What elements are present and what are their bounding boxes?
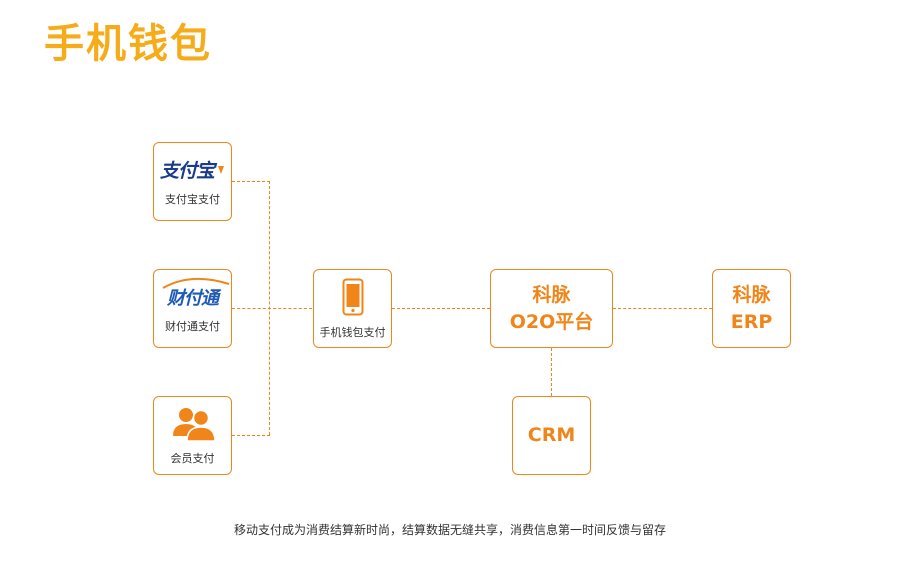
o2o-node: 科脉 O2O平台 bbox=[490, 269, 613, 348]
erp-line2: ERP bbox=[730, 310, 773, 333]
tenpay-label: 财付通支付 bbox=[165, 319, 220, 333]
tenpay-swoosh-icon bbox=[162, 277, 230, 289]
wallet-label: 手机钱包支付 bbox=[319, 325, 386, 339]
tenpay-node: 财付通 财付通支付 bbox=[153, 269, 232, 348]
tenpay-logo: 财付通 bbox=[162, 277, 230, 310]
connector-wallet-o2o bbox=[392, 308, 490, 309]
crm-node: CRM bbox=[512, 396, 591, 475]
alipay-node: 支付宝 支付宝支付 bbox=[153, 142, 232, 221]
alipay-label: 支付宝支付 bbox=[165, 193, 220, 206]
erp-line1: 科脉 bbox=[732, 283, 771, 306]
crm-label: CRM bbox=[527, 424, 576, 446]
connector-trunk bbox=[269, 181, 270, 435]
caption: 移动支付成为消费结算新时尚，结算数据无缝共享，消费信息第一时间反馈与留存 bbox=[233, 523, 666, 537]
member-node: 会员支付 bbox=[153, 396, 232, 475]
connector-alipay bbox=[232, 181, 270, 182]
connector-o2o-crm bbox=[551, 348, 552, 396]
phone-icon bbox=[342, 278, 363, 315]
users-icon bbox=[172, 407, 215, 442]
o2o-line1: 科脉 bbox=[532, 283, 571, 306]
alipay-mark-icon bbox=[218, 165, 224, 174]
alipay-logo: 支付宝 bbox=[160, 156, 225, 183]
connector-o2o-erp bbox=[613, 308, 712, 309]
wallet-node: 手机钱包支付 bbox=[313, 269, 392, 348]
erp-node: 科脉 ERP bbox=[712, 269, 791, 348]
page-title: 手机钱包 bbox=[44, 21, 212, 67]
member-label: 会员支付 bbox=[170, 451, 215, 465]
connector-tenpay bbox=[232, 308, 312, 309]
o2o-line2: O2O平台 bbox=[509, 310, 594, 333]
connector-member bbox=[232, 435, 270, 436]
